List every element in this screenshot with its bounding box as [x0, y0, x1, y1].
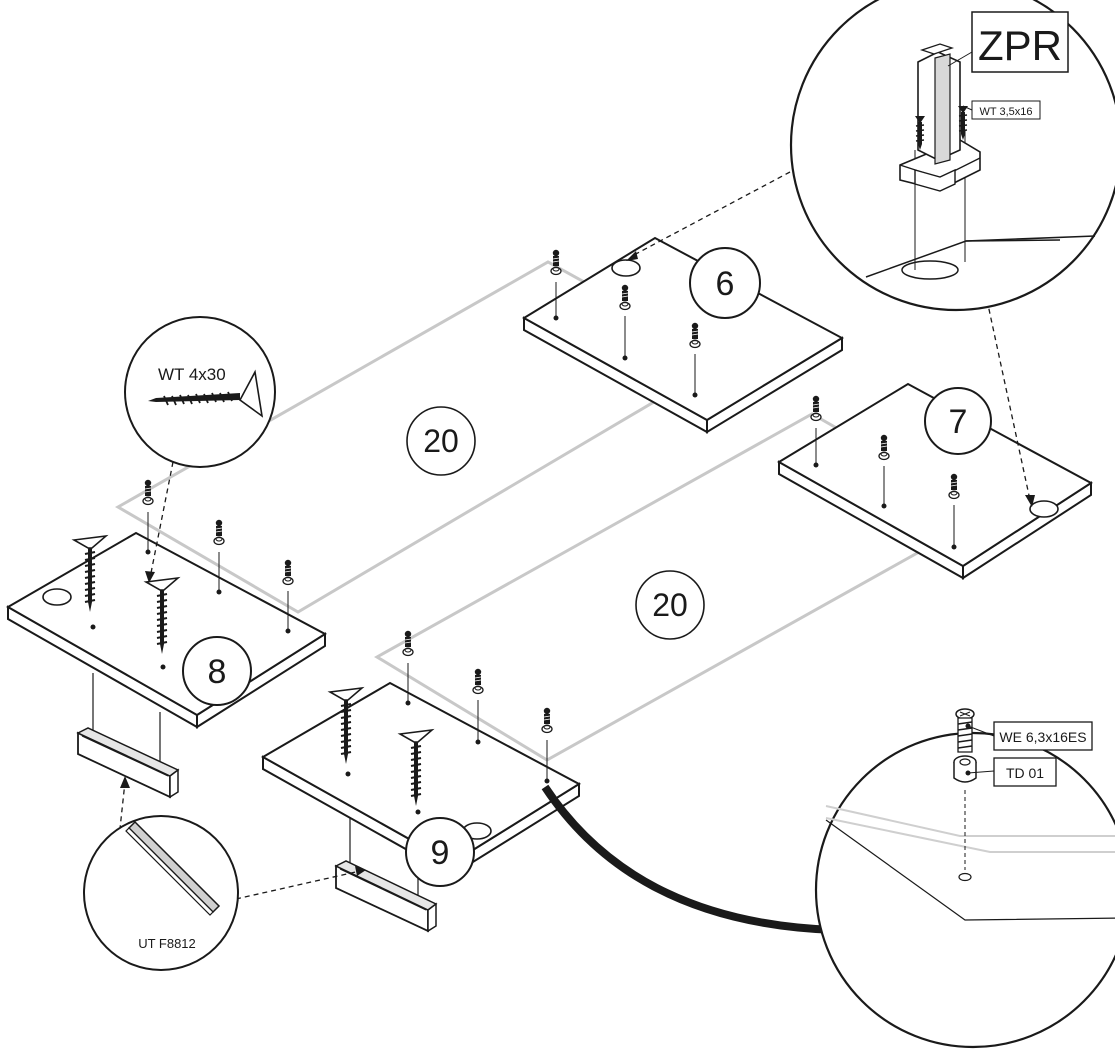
- panel-9: [260, 630, 581, 933]
- screw-icon: [955, 708, 975, 753]
- connector-curve: [541, 784, 836, 934]
- step-9-label: 9: [431, 834, 450, 872]
- td-label-box: [993, 757, 1057, 787]
- quantity-upper-label: 20: [423, 423, 459, 459]
- td-01-label: TD 01: [1006, 765, 1044, 781]
- quantity-badge-upper: 20: [406, 406, 476, 476]
- wt-4x30-detail: WT 4x30: [124, 316, 276, 468]
- ut-f8812-label: UT F8812: [138, 936, 196, 951]
- we-6-3x16es-label: WE 6,3x16ES: [999, 729, 1086, 745]
- wt-3-5x16-label: WT 3,5x16: [980, 106, 1033, 118]
- rail-profile-icon: [125, 820, 221, 916]
- zpr-label: ZPR: [978, 22, 1062, 69]
- panel-6: [522, 236, 845, 434]
- dowel-icon: [953, 755, 977, 783]
- wood-screw-icon: [148, 369, 264, 418]
- quantity-lower-label: 20: [652, 587, 688, 623]
- zpr-label-box: [971, 11, 1069, 73]
- ut-f8812-detail: UT F8812: [83, 815, 239, 971]
- we-label-box: [993, 721, 1093, 751]
- step-8-label: 8: [208, 653, 227, 691]
- wt-4x30-label: WT 4x30: [158, 365, 226, 384]
- step-9-badge: 9: [405, 817, 475, 887]
- step-6-badge: 6: [689, 247, 761, 319]
- quantity-badge-lower: 20: [635, 570, 705, 640]
- step-7-label: 7: [949, 403, 968, 441]
- wt-3-5x16-label-box: [971, 100, 1041, 120]
- step-7-badge: 7: [924, 387, 992, 455]
- leader-arrows: [120, 251, 1035, 876]
- step-6-label: 6: [716, 265, 735, 303]
- step-8-badge: 8: [182, 636, 252, 706]
- we-td-detail: WE 6,3x16ES TD 01: [814, 708, 1115, 1049]
- panel-7: [777, 382, 1093, 580]
- zpr-detail: ZPR WT 3,5x16: [789, 0, 1115, 312]
